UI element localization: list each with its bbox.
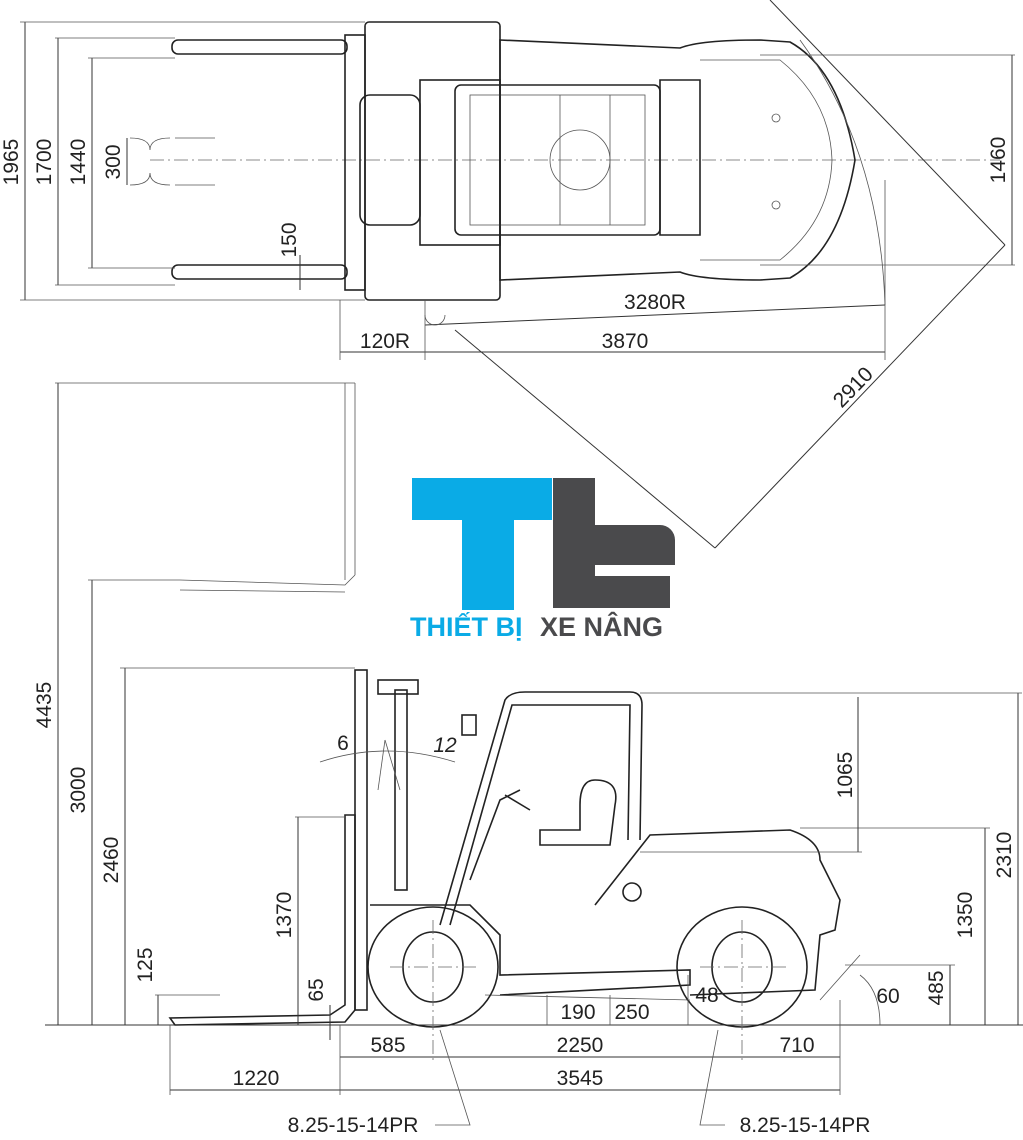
dim-overall-width: 1965 bbox=[0, 139, 23, 186]
dim-wheelbase: 2250 bbox=[557, 1034, 604, 1057]
dim-max-height: 4435 bbox=[33, 682, 56, 729]
dim-tilt-backward: 12 bbox=[433, 734, 457, 757]
dim-rear-overhang: 710 bbox=[779, 1034, 814, 1057]
dim-aisle-length: 3870 bbox=[602, 330, 649, 353]
side-view: 4435 3000 2460 125 1370 65 6 12 2310 106… bbox=[33, 382, 1023, 1137]
brand-logo: THIẾT BỊ XE NÂNG bbox=[410, 478, 675, 642]
dim-tilt-forward: 6 bbox=[337, 732, 349, 755]
dim-diagonal: 2910 bbox=[829, 363, 878, 413]
dim-inner-radius: 120R bbox=[360, 330, 410, 353]
dim-mast-height: 2460 bbox=[100, 837, 123, 884]
top-view: 1965 1700 1440 300 150 1460 3280R 120R 3… bbox=[0, 0, 1015, 549]
carriage bbox=[344, 34, 366, 291]
front-tire-label: 8.25-15-14PR bbox=[288, 1114, 419, 1137]
cabin-top bbox=[454, 84, 661, 236]
dim-fork-outer-width: 1700 bbox=[33, 139, 56, 186]
counterweight bbox=[594, 829, 841, 996]
fork-top bbox=[171, 39, 348, 55]
rear-tire-label: 8.25-15-14PR bbox=[740, 1114, 871, 1137]
dim-seat-height: 1350 bbox=[954, 892, 977, 939]
dim-backrest-height: 1370 bbox=[273, 892, 296, 939]
dim-rear-width: 1460 bbox=[987, 137, 1010, 184]
dim-lift-height: 3000 bbox=[67, 767, 90, 814]
seat bbox=[539, 779, 617, 846]
dim-front-overhang: 585 bbox=[370, 1034, 405, 1057]
dim-departure-angle: 60 bbox=[876, 985, 899, 1008]
fork-bottom bbox=[171, 264, 348, 280]
body-outline bbox=[499, 39, 856, 281]
dim-seat-to-roof: 1065 bbox=[834, 752, 857, 799]
dim-ground-clearance-rear: 48 bbox=[695, 984, 718, 1007]
dim-ground-clearance-frame: 250 bbox=[614, 1001, 649, 1024]
dim-free-lift: 125 bbox=[134, 947, 157, 982]
logo-text-part1: THIẾT BỊ bbox=[410, 611, 523, 642]
dim-hitch-height: 485 bbox=[925, 970, 948, 1005]
mast bbox=[354, 669, 368, 1011]
dim-fork-length: 1220 bbox=[233, 1067, 280, 1090]
cabin-frame bbox=[439, 691, 643, 926]
dim-turning-radius: 3280R bbox=[624, 291, 686, 314]
front-frame bbox=[364, 21, 501, 301]
dim-ground-clearance-mid: 190 bbox=[560, 1001, 595, 1024]
dim-fork-spread: 300 bbox=[102, 144, 125, 179]
logo-text-part2: XE NÂNG bbox=[540, 611, 663, 642]
dim-fork-thickness: 65 bbox=[305, 978, 328, 1001]
dim-overhead-guard: 2310 bbox=[993, 832, 1016, 879]
dim-fork-width: 150 bbox=[278, 222, 301, 257]
dim-tread-width: 1440 bbox=[67, 139, 90, 186]
dim-length-to-fork-face: 3545 bbox=[557, 1067, 604, 1090]
